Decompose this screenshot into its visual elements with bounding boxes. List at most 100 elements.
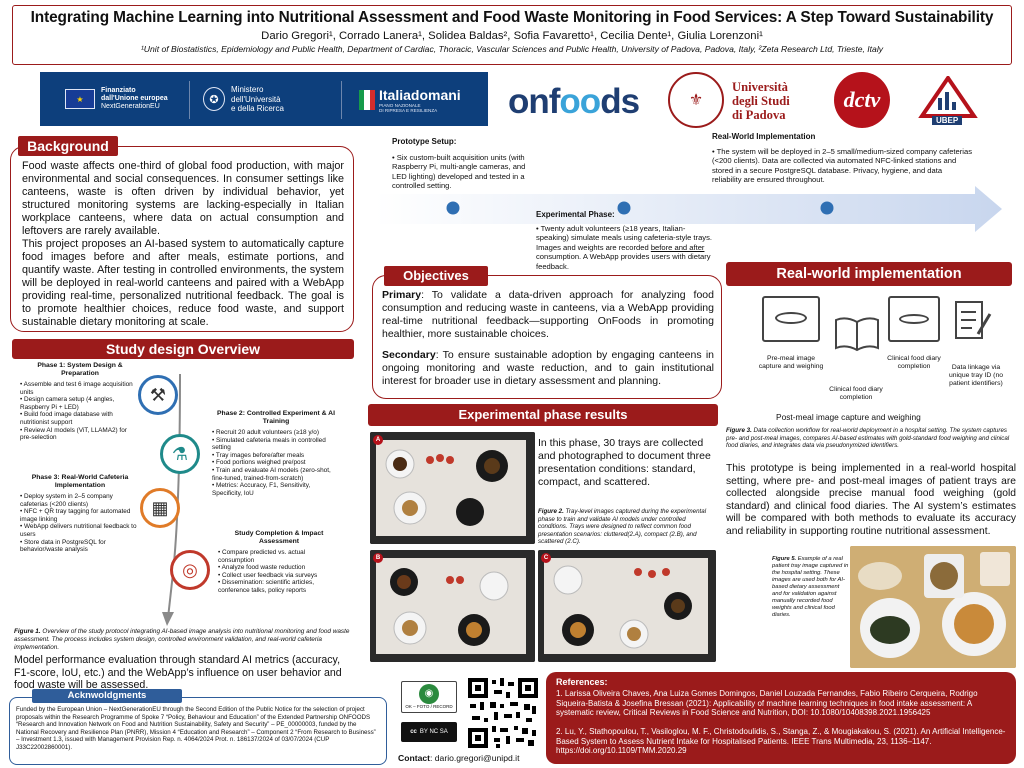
study-completion: Study Completion & Impact Assessment Com… (218, 530, 340, 595)
ok-foto-badge: ◉ OK – FOTO / RECORD (401, 681, 457, 713)
timeline-realworld-title: Real-World Implementation (712, 132, 816, 141)
references-heading: References: (556, 677, 608, 687)
ubep-logo: UBEP (918, 74, 978, 128)
list-item: Design camera setup (4 angles, Raspberry… (20, 396, 140, 411)
reference-item: 1. Larissa Oliveira Chaves, Ana Luiza Go… (556, 689, 978, 718)
timeline-dot-experimental (617, 201, 631, 215)
experimental-text-u: before and after (650, 242, 705, 252)
open-book-icon (834, 316, 880, 352)
list-item: NFC + QR tray tagging for automated imag… (20, 508, 140, 523)
contact-label: Contact (398, 753, 430, 763)
list-item: Assemble and test 6 image acquisition un… (20, 381, 140, 396)
tray-photo-c: C (538, 550, 716, 662)
italian-emblem-icon: ✪ (203, 87, 225, 112)
phase-3-title: Phase 3: Real-World Cafeteria Implementa… (31, 474, 129, 489)
building-icon: ▦ (140, 488, 180, 528)
affiliations: ¹Unit of Biostatistics, Epidemiology and… (140, 44, 884, 54)
patient-tray-photo (850, 546, 1016, 668)
list-item: Compare predicted vs. actual consumption (218, 549, 340, 564)
list-item: Build food image database with nutrition… (20, 411, 140, 426)
list-item: Store data in PostgreSQL for behavior/wa… (20, 539, 140, 554)
acknowledgments-text: Funded by the European Union – NextGener… (16, 706, 376, 751)
eu-line2: dall'Unione europea (101, 95, 168, 102)
funder-logo-band: ★ Finanziato dall'Unione europea NextGen… (40, 72, 488, 126)
phase-1-title: Phase 1: System Design & Preparation (37, 362, 123, 377)
timeline-prototype-title: Prototype Setup (392, 137, 454, 146)
figure-1-caption: Figure 1. Overview of the study protocol… (14, 628, 356, 652)
italiadomani-sub: PIANO NAZIONALE DI RIPRESA E RESILIENZA (379, 103, 438, 113)
background-text: Food waste affects one-third of global f… (22, 160, 344, 329)
onfoods-logo: onfoods (508, 82, 640, 122)
eu-line3: NextGenerationEU (101, 103, 160, 110)
background-para-2: This project proposes an AI-based system… (22, 238, 344, 328)
timeline-dot-prototype (446, 201, 460, 215)
fig1-text: Overview of the study protocol integrati… (14, 628, 350, 651)
fig2-label: Figure 2. (538, 508, 564, 515)
label-diary-1: Clinical food diary completion (829, 386, 883, 401)
objectives-heading: Objectives (384, 266, 488, 286)
label-pre-meal: Pre-meal image capture and weighing (758, 355, 824, 370)
phase-1: Phase 1: System Design & Preparation Ass… (20, 362, 140, 442)
onfoods-text-c: ds (600, 82, 640, 121)
unipd-line3: di Padova (732, 108, 786, 122)
objective-primary: Primary: To validate a data-driven appro… (382, 289, 714, 341)
title-box: Integrating Machine Learning into Nutrit… (12, 5, 1012, 65)
university-seal-icon: ⚜ (668, 72, 724, 128)
figure-5-caption: Figure 5. Example of a real patient tray… (772, 556, 850, 619)
tray-photo-a: A (370, 432, 535, 544)
model-evaluation-text: Model performance evaluation through sta… (14, 654, 342, 692)
unipd-line2: degli Studi (732, 94, 790, 108)
qr-code[interactable] (466, 676, 540, 750)
list-item: Analyze food waste reduction (218, 564, 340, 572)
italy-flag-icon (359, 90, 375, 110)
mur-line1: Ministero (231, 85, 264, 94)
eu-line1: Finanziato (101, 87, 136, 94)
experimental-text-b: consumption. A WebApp provides users wit… (536, 252, 711, 271)
timeline-experimental: Experimental Phase: Twenty adult volunte… (536, 210, 714, 272)
phase-2-list: Recruit 20 adult volunteers (≥18 y/o) Si… (212, 429, 340, 497)
completion-title: Study Completion & Impact Assessment (234, 530, 324, 545)
eu-flag-icon: ★ (65, 89, 95, 109)
timeline-experimental-text: Twenty adult volunteers (≥18 years, Ital… (536, 224, 714, 272)
acknowledgments-box (9, 697, 387, 765)
mur-line2: dell'Università (231, 94, 281, 104)
target-icon: ◎ (170, 550, 210, 590)
photo-tag-b: B (373, 553, 383, 563)
experimental-results-heading: Experimental phase results (368, 404, 718, 426)
background-box (10, 146, 354, 332)
list-item: Dissemination: scientific articles, conf… (218, 579, 340, 594)
list-item: Simulated cafeteria meals in controlled … (212, 437, 340, 452)
dctv-logo-text: dctv (843, 87, 881, 112)
tools-icon: ⚒ (138, 375, 178, 415)
primary-text: : To validate a data-driven approach for… (382, 289, 714, 340)
author-list: Dario Gregori¹, Corrado Lanera¹, Solidea… (261, 30, 763, 42)
heart-logo-icon: dctv (834, 72, 890, 128)
italiadomani-label: Italiadomani (379, 87, 461, 103)
figure-3-caption: Figure 3. Data collection workflow for r… (726, 427, 1016, 450)
camera-station-icon (762, 296, 820, 342)
label-post-meal: Post-meal image capture and weighing (776, 412, 921, 422)
scale-station-icon (888, 296, 940, 342)
list-item: Tray images before/after meals (212, 452, 340, 460)
logo-divider (189, 81, 190, 119)
background-para-1: Food waste affects one-third of global f… (22, 160, 344, 237)
onfoods-text-b: oo (559, 82, 601, 121)
acknowledgments-heading: Acknwoldgments (32, 689, 182, 703)
logo-divider (341, 81, 342, 119)
contact-email[interactable]: : dario.gregori@unipd.it (430, 753, 520, 763)
phase-2-title: Phase 2: Controlled Experiment & AI Trai… (217, 410, 335, 425)
objective-secondary: Secondary: To ensure sustainable adoptio… (382, 349, 714, 388)
completion-list: Compare predicted vs. actual consumption… (218, 549, 340, 595)
timeline-realworld-text: The system will be deployed in 2–5 small… (712, 147, 972, 185)
experimental-results-text: In this phase, 30 trays are collected an… (538, 437, 711, 488)
references-box (546, 672, 1016, 764)
ok-foto-label: OK – FOTO / RECORD (405, 704, 453, 709)
list-item: Train and evaluate AI models (zero-shot,… (212, 467, 340, 482)
real-world-text: This prototype is being implemented in a… (726, 463, 1016, 537)
timeline-realworld: Real-World Implementation The system wil… (712, 132, 972, 185)
real-world-heading: Real-world implementation (726, 262, 1012, 286)
photo-tag-c: C (541, 553, 551, 563)
list-item: Food portions weighed pre/post (212, 459, 340, 467)
camera-icon: ◉ (419, 684, 439, 704)
fig2-text: Tray-level images captured during the ex… (538, 508, 707, 546)
